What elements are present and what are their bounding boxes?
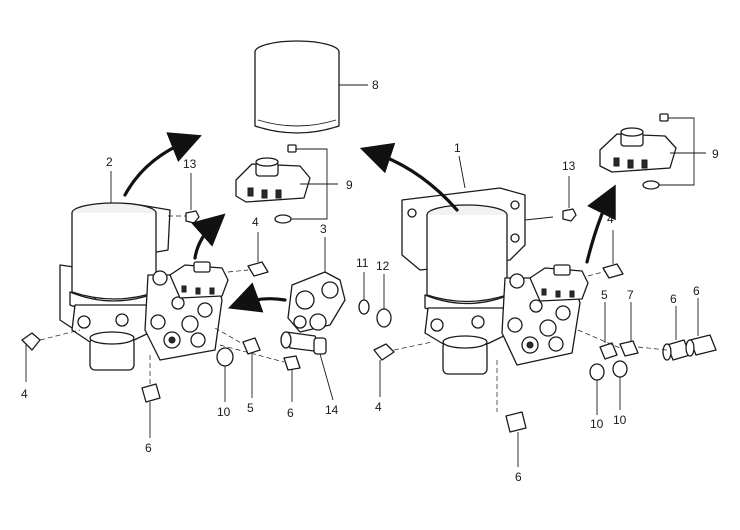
callout-4-left: 4 bbox=[21, 387, 28, 401]
fitting-7 bbox=[577, 302, 639, 357]
callout-8: 8 bbox=[372, 78, 379, 92]
fitting-6-bottom bbox=[496, 360, 527, 467]
fitting-6-right-a bbox=[637, 306, 691, 361]
callout-13-left: 13 bbox=[183, 157, 197, 171]
fitting-14 bbox=[280, 331, 334, 401]
air-dryer-assembly-left bbox=[59, 202, 229, 371]
fitting-5-right bbox=[599, 302, 618, 360]
plug-10-right-a bbox=[589, 363, 605, 415]
callout-6-center: 6 bbox=[287, 406, 294, 420]
callout-4-right-bottom: 4 bbox=[375, 400, 382, 414]
callout-14: 14 bbox=[325, 403, 339, 417]
callout-labels: 8 2 13 1 13 9 9 3 4 4 11 12 5 7 6 6 4 10… bbox=[21, 78, 719, 484]
elbow-4-center bbox=[227, 232, 269, 277]
callout-6-right-a: 6 bbox=[670, 292, 677, 306]
callout-10-right-b: 10 bbox=[613, 413, 627, 427]
callout-4-center: 4 bbox=[252, 215, 259, 229]
elbow-4-right-top bbox=[587, 230, 624, 279]
callout-3: 3 bbox=[320, 222, 327, 236]
callout-2: 2 bbox=[106, 155, 113, 169]
filter-cartridge bbox=[254, 40, 368, 134]
fitting-5-left bbox=[214, 327, 261, 398]
valve-unit-3 bbox=[287, 237, 346, 333]
air-dryer-assembly-right bbox=[401, 187, 589, 375]
callout-9-right: 9 bbox=[712, 147, 719, 161]
callout-13-right: 13 bbox=[562, 159, 576, 173]
flow-arrows bbox=[123, 132, 616, 313]
callout-11: 11 bbox=[356, 256, 369, 270]
fitting-6-right-b bbox=[685, 298, 717, 357]
callout-10-right-a: 10 bbox=[590, 417, 604, 431]
callout-5-right: 5 bbox=[601, 288, 608, 302]
leader-1 bbox=[458, 155, 466, 189]
callout-6-left: 6 bbox=[145, 441, 152, 455]
plug-10-left bbox=[216, 347, 234, 402]
plug-10-right-b bbox=[612, 360, 628, 410]
o-ring-12 bbox=[376, 274, 392, 328]
callout-4-right-top: 4 bbox=[607, 212, 614, 226]
callout-5-left: 5 bbox=[247, 401, 254, 415]
callout-12: 12 bbox=[376, 259, 390, 273]
callout-6-right-b: 6 bbox=[693, 284, 700, 298]
elbow-4-left bbox=[21, 329, 81, 382]
callout-9-center: 9 bbox=[346, 178, 353, 192]
cover-module-center bbox=[235, 144, 338, 224]
plug-13-left bbox=[168, 173, 200, 224]
callout-7: 7 bbox=[627, 288, 634, 302]
callout-10-left: 10 bbox=[217, 405, 231, 419]
plug-13-right bbox=[562, 176, 577, 222]
fitting-6-center bbox=[219, 344, 301, 402]
elbow-4-right-bottom bbox=[373, 341, 433, 397]
callout-6-bottom: 6 bbox=[515, 470, 522, 484]
o-ring-11 bbox=[358, 272, 370, 315]
callout-1: 1 bbox=[454, 141, 461, 155]
cover-module-right bbox=[599, 113, 706, 190]
fitting-6-left bbox=[141, 355, 161, 438]
